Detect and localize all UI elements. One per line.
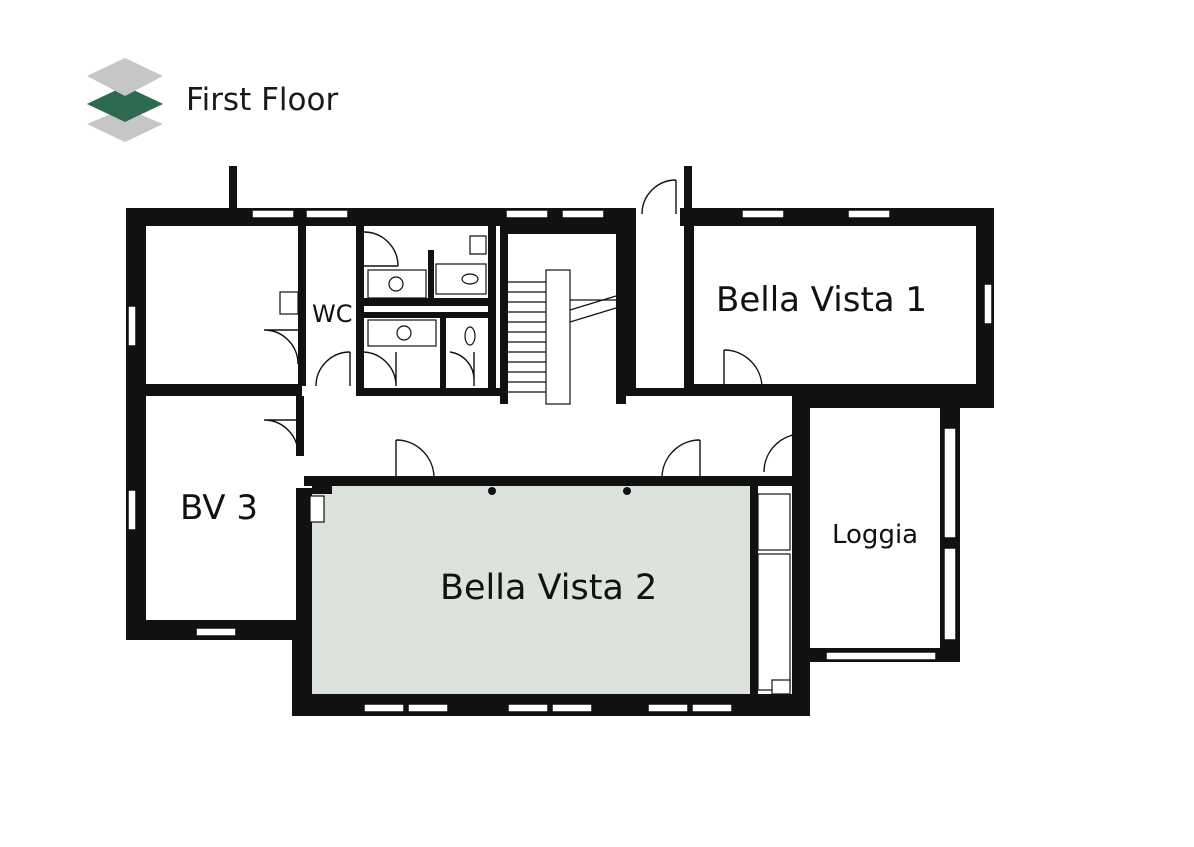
room-label-bella-vista-2[interactable]: Bella Vista 2 xyxy=(440,568,657,608)
pillar-right xyxy=(623,487,631,495)
toilet-icon xyxy=(388,276,404,292)
room-label-loggia[interactable]: Loggia xyxy=(832,520,918,550)
room-label-wc[interactable]: WC xyxy=(312,300,353,328)
windows xyxy=(127,209,993,713)
room-label-bv3[interactable]: BV 3 xyxy=(180,488,258,528)
staircase[interactable] xyxy=(508,269,617,405)
toilet-icon-2 xyxy=(396,325,412,341)
interior-walls xyxy=(146,220,994,694)
room-label-bella-vista-1[interactable]: Bella Vista 1 xyxy=(716,280,927,320)
fixtures xyxy=(279,235,791,695)
floor-header: First Floor xyxy=(84,56,504,146)
pillar-left xyxy=(488,487,496,495)
bella-vista-2-fill[interactable] xyxy=(312,484,758,694)
layers-icon xyxy=(87,58,163,142)
doors xyxy=(263,179,803,479)
floor-title: First Floor xyxy=(186,82,339,118)
